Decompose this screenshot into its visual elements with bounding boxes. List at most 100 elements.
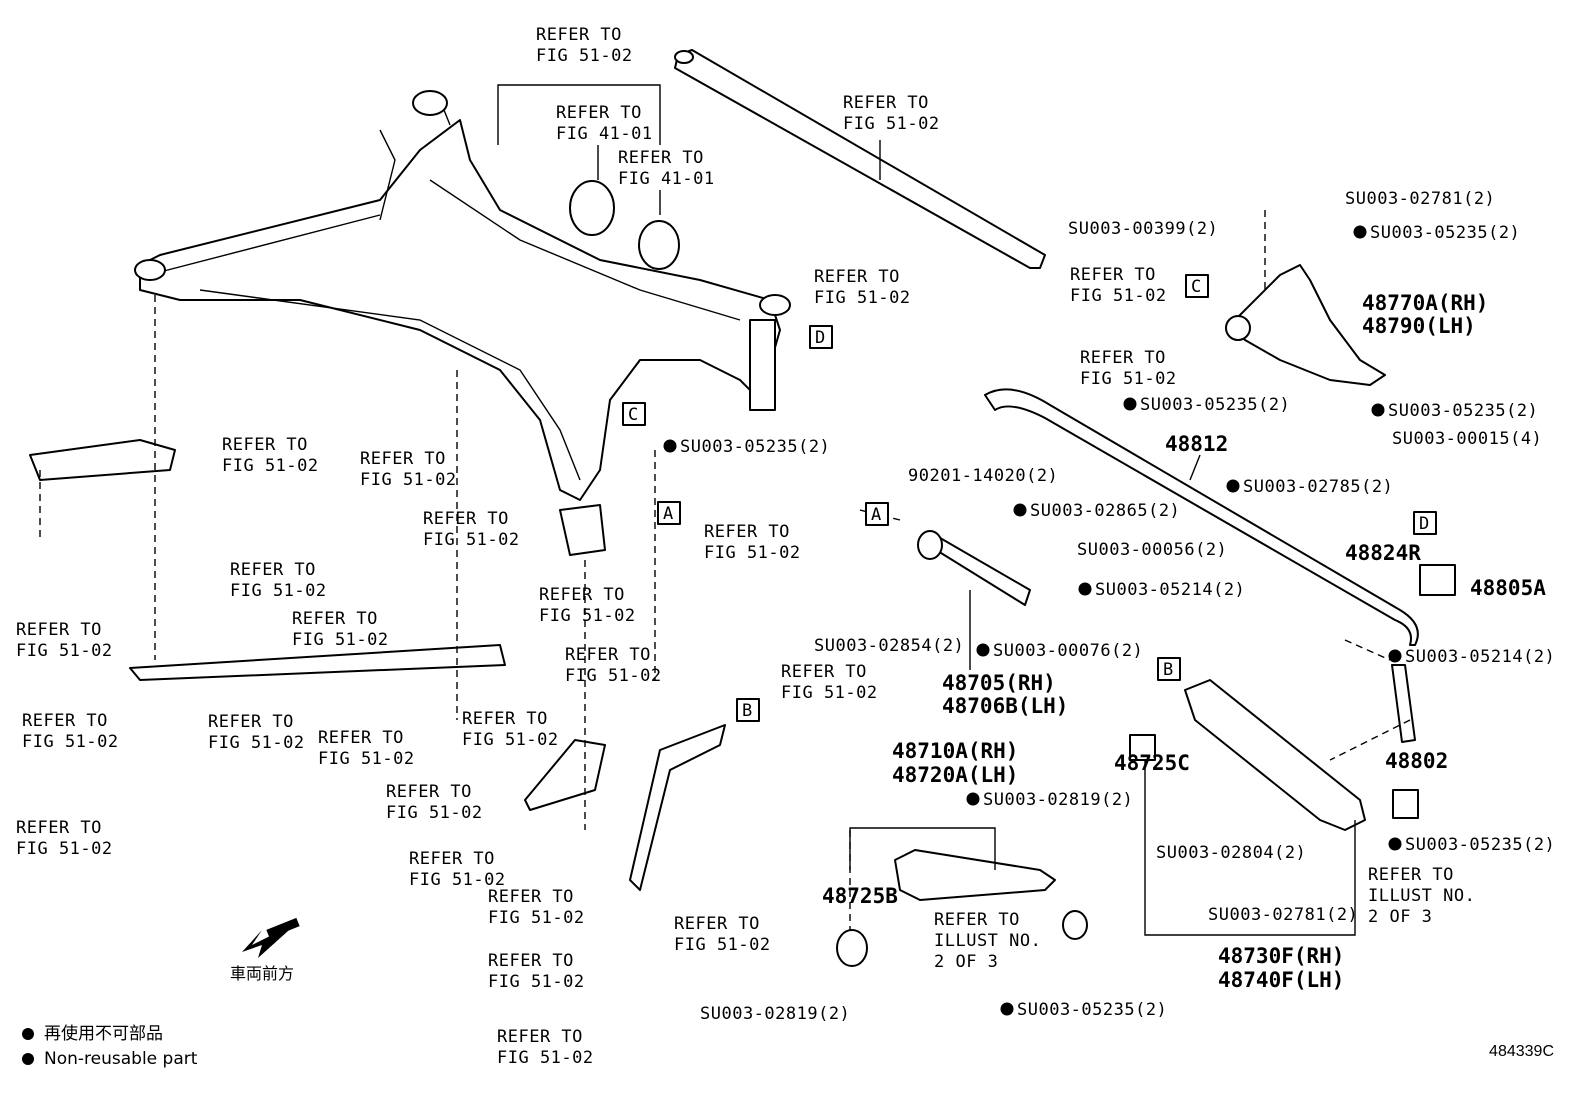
fastener-label: SU003-05235(2) (1370, 223, 1520, 243)
part-number: 48790(LH) (1362, 314, 1476, 338)
fastener-label: SU003-02785(2) (1243, 477, 1393, 497)
upper-rod (674, 49, 1046, 269)
fastener-label: SU003-00399(2) (1068, 219, 1218, 239)
part-numbers: 48770A(RH) 48790(LH) 48812 48824R 48805A… (822, 291, 1546, 992)
fastener-label: SU003-00015(4) (1392, 429, 1542, 449)
part-number: 48720A(LH) (892, 763, 1018, 787)
non-reusable-dot-icon (22, 1053, 34, 1065)
ref-box-b: B (736, 698, 760, 722)
part-number: 48812 (1165, 432, 1228, 456)
upper-arm (1225, 264, 1386, 386)
fastener-label: SU003-02865(2) (1030, 501, 1180, 521)
toe-link (917, 530, 1031, 606)
ref-box-d: D (1413, 511, 1437, 535)
dashed-leaders (39, 210, 1411, 930)
fastener-label: SU003-02819(2) (700, 1004, 850, 1024)
rear-brackets (29, 439, 726, 891)
ref-box-b: B (1157, 657, 1181, 681)
fastener-label: SU003-02781(2) (1345, 189, 1495, 209)
part-number: 48710A(RH) (892, 739, 1018, 763)
fastener-label: SU003-02819(2) (983, 790, 1133, 810)
non-reusable-dot-icon (22, 1028, 34, 1040)
non-reusable-dot-icon (966, 792, 980, 806)
non-reusable-dot-icon (1013, 503, 1027, 517)
part-number: 48805A (1470, 576, 1546, 600)
non-reusable-dot-icon (1000, 1002, 1014, 1016)
fastener-label: SU003-00076(2) (993, 641, 1143, 661)
ref-box-a: A (865, 502, 889, 526)
svg-text:A: A (663, 504, 674, 524)
part-number: 48824R (1345, 541, 1421, 565)
fastener-label: SU003-05214(2) (1405, 647, 1555, 667)
non-reusable-dot-icon (663, 439, 677, 453)
svg-text:D: D (815, 328, 826, 348)
non-reusable-dot-icon (1371, 403, 1385, 417)
fastener-label: SU003-05235(2) (1140, 395, 1290, 415)
vehicle-front-label: 車両前方 (230, 964, 295, 983)
legend-row-en: Non-reusable part (22, 1047, 197, 1072)
ref-box-a: A (657, 501, 681, 525)
fastener-label: SU003-05235(2) (680, 437, 830, 457)
fastener-label: SU003-05235(2) (1405, 835, 1555, 855)
svg-text:D: D (1419, 514, 1430, 534)
non-reusable-dot-icon (1388, 649, 1402, 663)
svg-text:C: C (628, 405, 639, 425)
part-number: 48725B (822, 884, 898, 908)
part-number: 48730F(RH) (1218, 944, 1344, 968)
ref-box-c: C (1185, 274, 1209, 298)
part-number: 48802 (1385, 749, 1448, 773)
ref-boxes: A A B B C C D D (622, 274, 1437, 722)
fastener-label: SU003-05235(2) (1388, 401, 1538, 421)
fastener-labels: SU003-02781(2) SU003-00399(2) SU003-0523… (663, 189, 1555, 1024)
fastener-label: SU003-02854(2) (814, 636, 964, 656)
part-number: 48770A(RH) (1362, 291, 1488, 315)
solid-leaders (497, 84, 1356, 936)
stabilizer-bar (984, 388, 1456, 743)
fastener-label: SU003-05214(2) (1095, 580, 1245, 600)
fastener-label: SU003-00056(2) (1077, 540, 1227, 560)
fastener-label: 90201-14020(2) (908, 466, 1058, 486)
fastener-label: SU003-05235(2) (1017, 1000, 1167, 1020)
svg-text:B: B (742, 701, 753, 721)
svg-text:A: A (871, 505, 882, 525)
non-reusable-dot-icon (1388, 837, 1402, 851)
illustration-id: 484339C (1489, 1043, 1554, 1060)
ref-box-c: C (622, 402, 646, 426)
non-reusable-dot-icon (976, 643, 990, 657)
fastener-label: SU003-02781(2) (1208, 905, 1358, 925)
trailing-arm (836, 849, 1088, 967)
part-number: 48706B(LH) (942, 694, 1068, 718)
part-number: 48705(RH) (942, 671, 1056, 695)
legend-text-jp: 再使用不可部品 (44, 1024, 163, 1044)
subframe (134, 90, 791, 556)
fastener-label: SU003-02804(2) (1156, 843, 1306, 863)
